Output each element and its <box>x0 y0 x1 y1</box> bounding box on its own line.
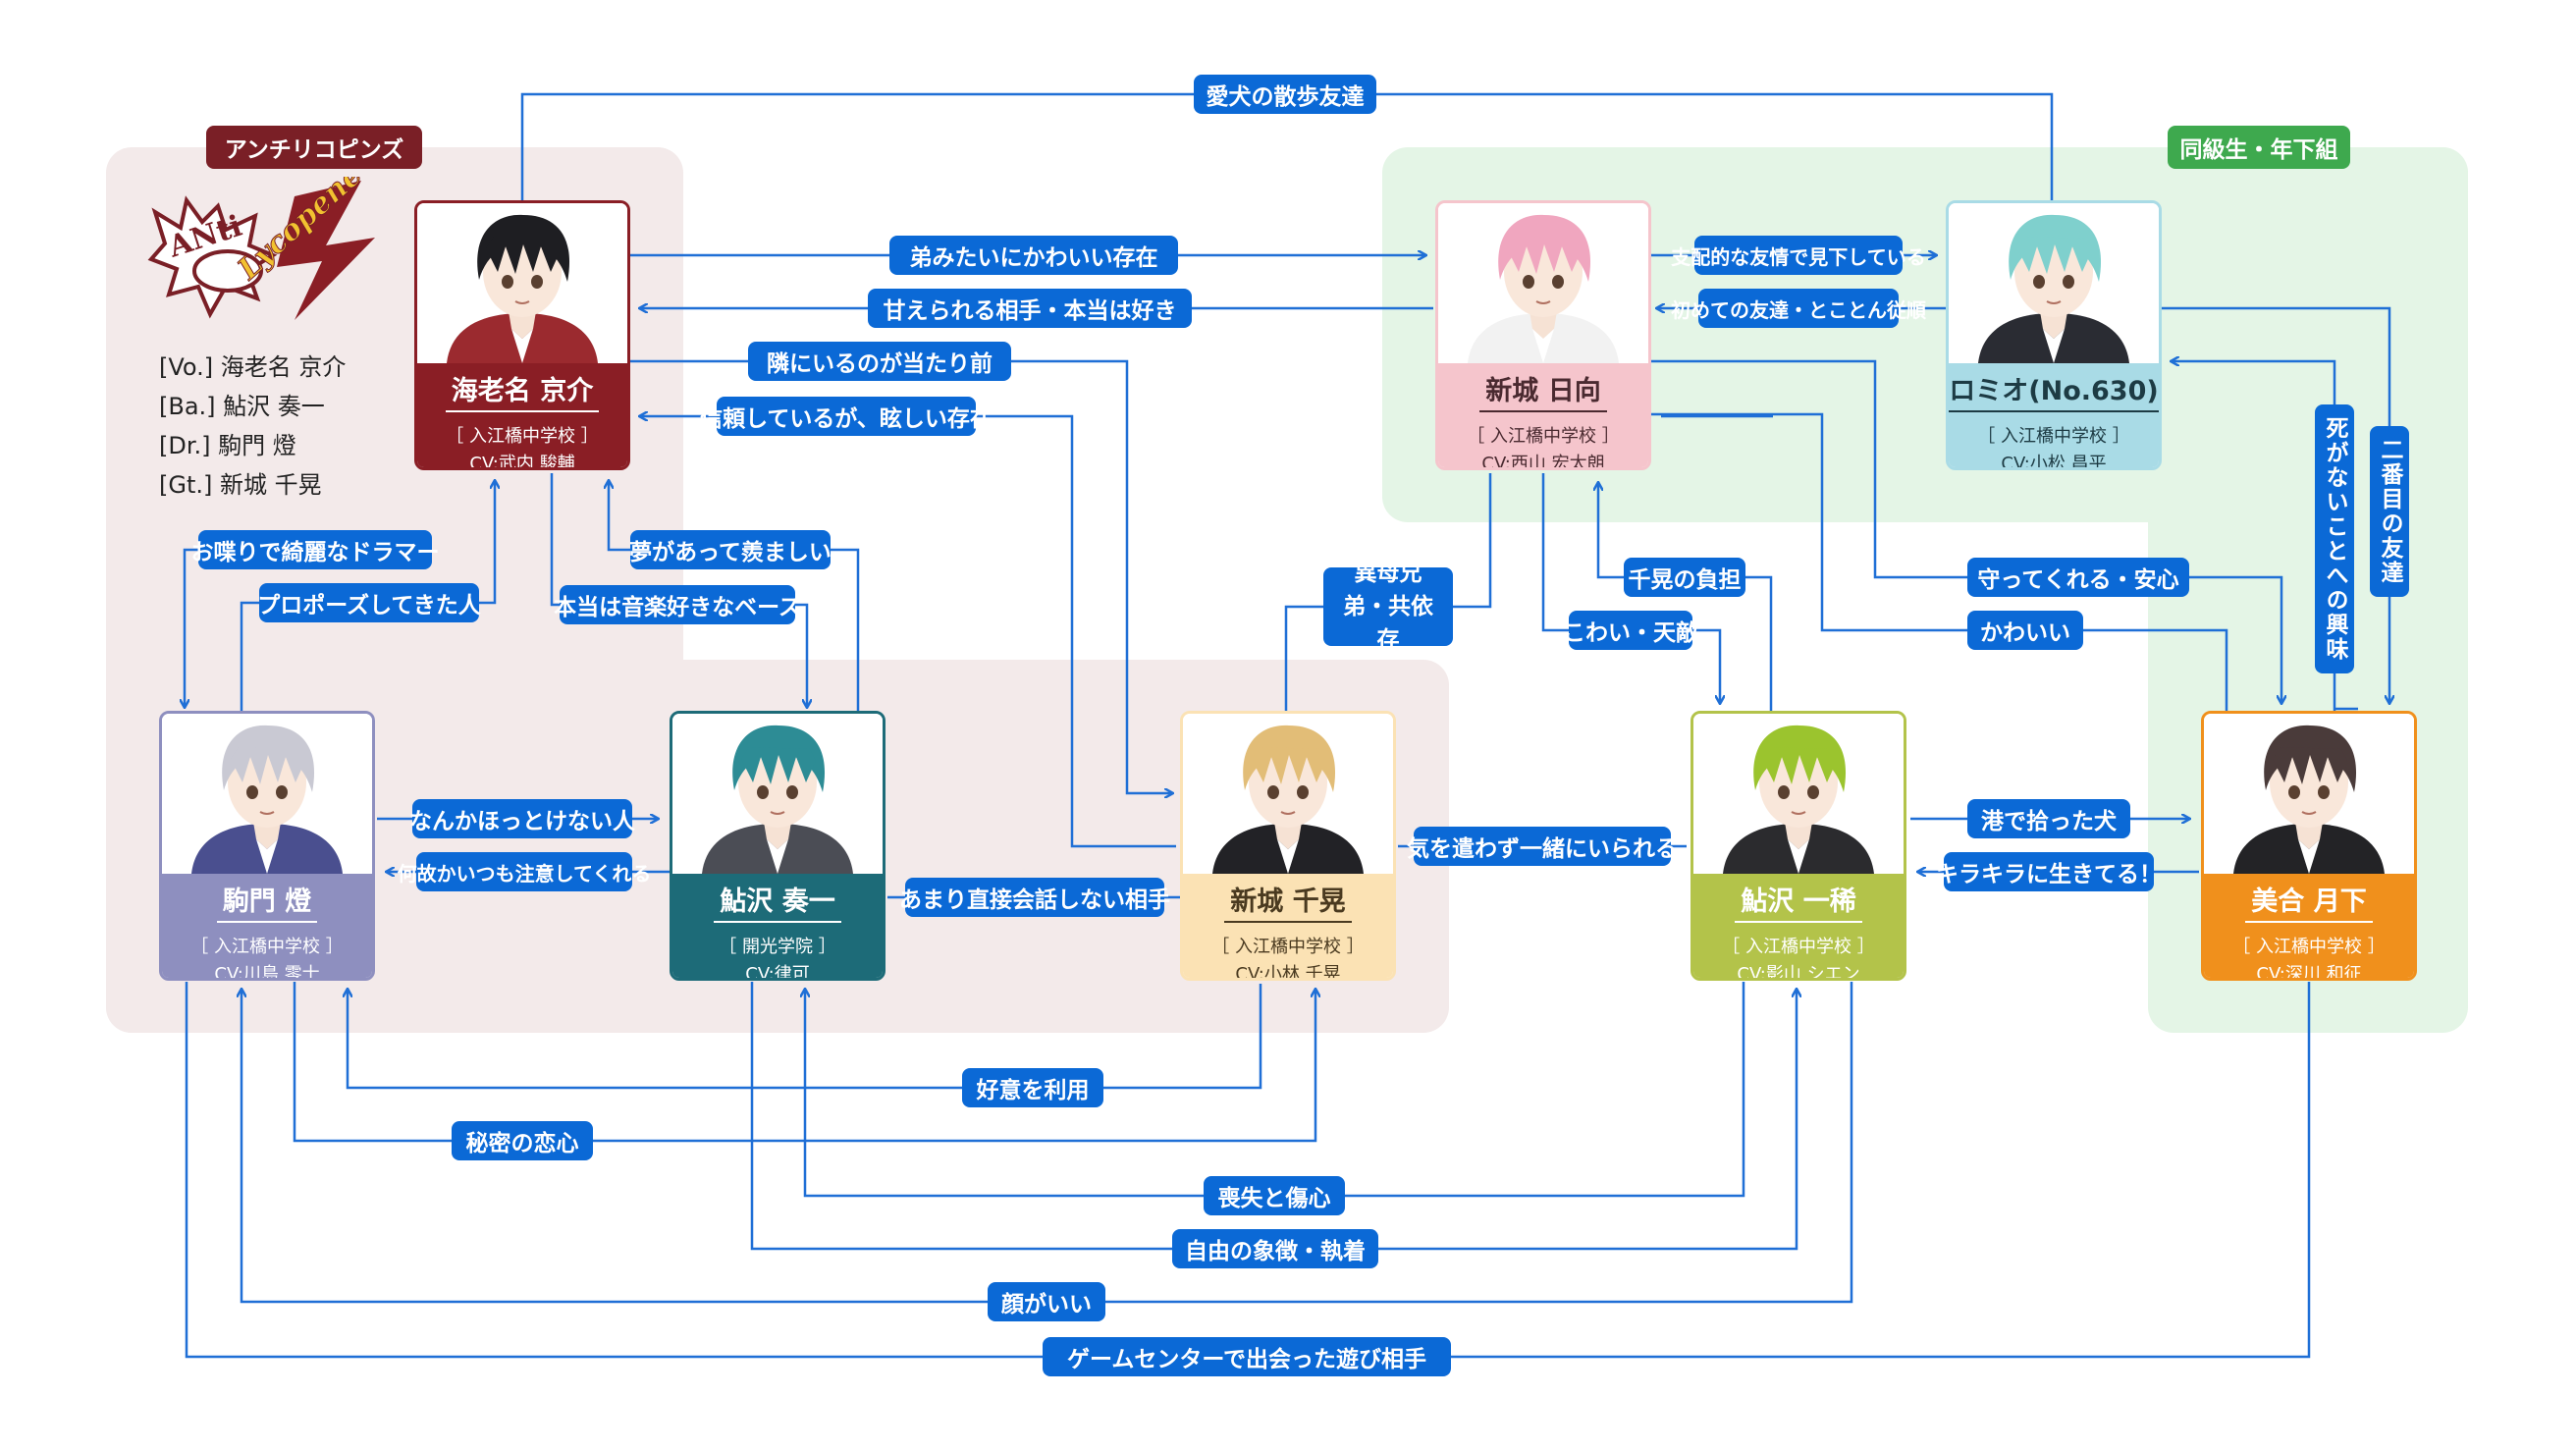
portrait <box>1949 203 2159 363</box>
rel-protect: 守ってくれる・安心 <box>1967 558 2189 597</box>
member-vo: [Vo.] 海老名 京介 <box>159 353 347 381</box>
character-school: ［ 開光学院 ］ <box>719 937 836 957</box>
member-gt: [Gt.] 新城 千晃 <box>159 471 322 499</box>
rel-good-face: 顔がいい <box>988 1282 1105 1321</box>
rel-second-friend: 二番目の友達 <box>2370 426 2409 597</box>
character-name: 鮎沢 奏一 <box>714 880 841 923</box>
rel-sparkle: キラキラに生きてる！ <box>1936 852 2162 891</box>
rel-cute: かわいい <box>1967 611 2083 650</box>
rel-trust: 信頼しているが、眩しい存在 <box>700 397 993 436</box>
rel-drummer: お喋りで綺麗なドラマー <box>191 530 440 569</box>
card-arashiro-chiaki[interactable]: 新城 千晃 ［ 入江橋中学校 ］ CV:小林 千晃 <box>1180 711 1396 981</box>
rel-secret-love: 秘密の恋心 <box>452 1121 593 1160</box>
rel-cant-leave: なんかほっとけない人 <box>409 799 635 838</box>
rel-relaxed: 気を遣わず一緒にいられる <box>1407 827 1678 866</box>
character-name: 海老名 京介 <box>445 369 600 412</box>
rel-dream: 夢があって羨ましい <box>629 530 832 569</box>
character-cv: CV:西山 宏太朗 <box>1481 454 1605 470</box>
card-ebina-kyosuke[interactable]: 海老名 京介 ［ 入江橋中学校 ］ CV:武内 駿輔 <box>414 200 630 470</box>
card-info: 鮎沢 一稀 ［ 入江橋中学校 ］ CV:影山 シエン <box>1693 874 1904 981</box>
anti-lycopene-logo: ANti Lycopene <box>147 158 395 324</box>
character-school: ［ 入江橋中学校 ］ <box>446 426 599 447</box>
character-cv: CV:武内 駿輔 <box>469 454 575 470</box>
rel-freedom: 自由の象徴・執着 <box>1172 1229 1378 1268</box>
character-school: ［ 入江橋中学校 ］ <box>190 937 344 957</box>
character-school: ［ 入江橋中学校 ］ <box>1467 426 1620 447</box>
anti-lycopene-tag: アンチリコピンズ <box>206 126 422 169</box>
card-arashiro-hinata[interactable]: 新城 日向 ［ 入江橋中学校 ］ CV:西山 宏太朗 <box>1435 200 1651 470</box>
rel-spoil: 甘えられる相手・本当は好き <box>868 289 1192 328</box>
character-school: ［ 入江橋中学校 ］ <box>1211 937 1365 957</box>
band-member-list: [Vo.] 海老名 京介 [Ba.] 鮎沢 奏一 [Dr.] 駒門 燈 [Gt.… <box>159 348 346 505</box>
character-name: ロミオ(No.630) <box>1949 369 2159 412</box>
character-cv: CV:小松 昌平 <box>2001 454 2107 470</box>
portrait <box>1183 714 1393 874</box>
character-name: 新城 千晃 <box>1224 880 1352 923</box>
rel-half-brothers: 異母兄弟・共依存 <box>1323 561 1453 653</box>
rel-propose: プロポーズしてきた人 <box>257 583 481 622</box>
portrait <box>1438 203 1648 363</box>
member-dr: [Dr.] 駒門 燈 <box>159 432 296 459</box>
card-info: 美合 月下 ［ 入江橋中学校 ］ CV:深川 和征 <box>2204 874 2414 981</box>
rel-careful: 何故かいつも注意してくれる <box>398 852 651 891</box>
portrait <box>162 714 372 874</box>
rel-music-bass: 本当は音楽好きなベース <box>554 585 801 624</box>
rel-loss: 喪失と傷心 <box>1204 1176 1345 1215</box>
member-ba: [Ba.] 鮎沢 奏一 <box>159 393 325 420</box>
character-school: ［ 入江橋中学校 ］ <box>1977 426 2130 447</box>
rel-half-brothers-text: 異母兄弟・共依存 <box>1343 561 1433 653</box>
portrait <box>672 714 883 874</box>
card-romio[interactable]: ロミオ(No.630) ［ 入江橋中学校 ］ CV:小松 昌平 <box>1946 200 2162 470</box>
rel-death-interest: 死がないことへの興味 <box>2315 404 2354 673</box>
character-name: 新城 日向 <box>1479 369 1607 412</box>
character-name: 鮎沢 一稀 <box>1735 880 1862 923</box>
portrait <box>417 203 627 363</box>
rel-not-direct: あまり直接会話しない相手 <box>899 878 1170 917</box>
portrait <box>2204 714 2414 874</box>
card-info: 駒門 燈 ［ 入江橋中学校 ］ CV:川島 零士 <box>162 874 372 981</box>
card-info: ロミオ(No.630) ［ 入江橋中学校 ］ CV:小松 昌平 <box>1949 363 2159 470</box>
character-school: ［ 入江橋中学校 ］ <box>2232 937 2386 957</box>
card-komakado-akari[interactable]: 駒門 燈 ［ 入江橋中学校 ］ CV:川島 零士 <box>159 711 375 981</box>
character-name: 駒門 燈 <box>216 880 318 923</box>
rel-first-friend: 初めての友達・とことん従順 <box>1671 289 1926 328</box>
character-cv: CV:律可 <box>745 964 810 981</box>
card-info: 新城 千晃 ［ 入江橋中学校 ］ CV:小林 千晃 <box>1183 874 1393 981</box>
portrait <box>1693 714 1904 874</box>
character-name: 美合 月下 <box>2245 880 2373 923</box>
character-school: ［ 入江橋中学校 ］ <box>1722 937 1875 957</box>
rel-next-to: 隣にいるのが当たり前 <box>748 342 1011 381</box>
junior-group-tag: 同級生・年下組 <box>2168 126 2350 169</box>
card-info: 海老名 京介 ［ 入江橋中学校 ］ CV:武内 駿輔 <box>417 363 627 470</box>
rel-dog-walk: 愛犬の散歩友達 <box>1194 75 1376 114</box>
card-info: 鮎沢 奏一 ［ 開光学院 ］ CV:律可 <box>672 874 883 981</box>
rel-scary: こわい・天敵 <box>1563 611 1698 650</box>
rel-chiaki-burden: 千晃の負担 <box>1624 558 1745 597</box>
character-cv: CV:深川 和征 <box>2256 964 2362 981</box>
character-cv: CV:小林 千晃 <box>1235 964 1341 981</box>
card-miai-gekka[interactable]: 美合 月下 ［ 入江橋中学校 ］ CV:深川 和征 <box>2201 711 2417 981</box>
rel-like-brother: 弟みたいにかわいい存在 <box>889 236 1178 275</box>
character-cv: CV:影山 シエン <box>1737 964 1860 981</box>
card-ayusawa-soichi[interactable]: 鮎沢 奏一 ［ 開光学院 ］ CV:律可 <box>670 711 886 981</box>
rel-dominant: 支配的な友情で見下している <box>1671 236 1926 275</box>
rel-dog-found: 港で拾った犬 <box>1967 799 2130 838</box>
rel-game-center: ゲームセンターで出会った遊び相手 <box>1043 1337 1451 1376</box>
card-ayusawa-kazuki[interactable]: 鮎沢 一稀 ［ 入江橋中学校 ］ CV:影山 シエン <box>1690 711 1906 981</box>
character-cv: CV:川島 零士 <box>214 964 320 981</box>
rel-use-affection: 好意を利用 <box>962 1068 1103 1107</box>
card-info: 新城 日向 ［ 入江橋中学校 ］ CV:西山 宏太朗 <box>1438 363 1648 470</box>
